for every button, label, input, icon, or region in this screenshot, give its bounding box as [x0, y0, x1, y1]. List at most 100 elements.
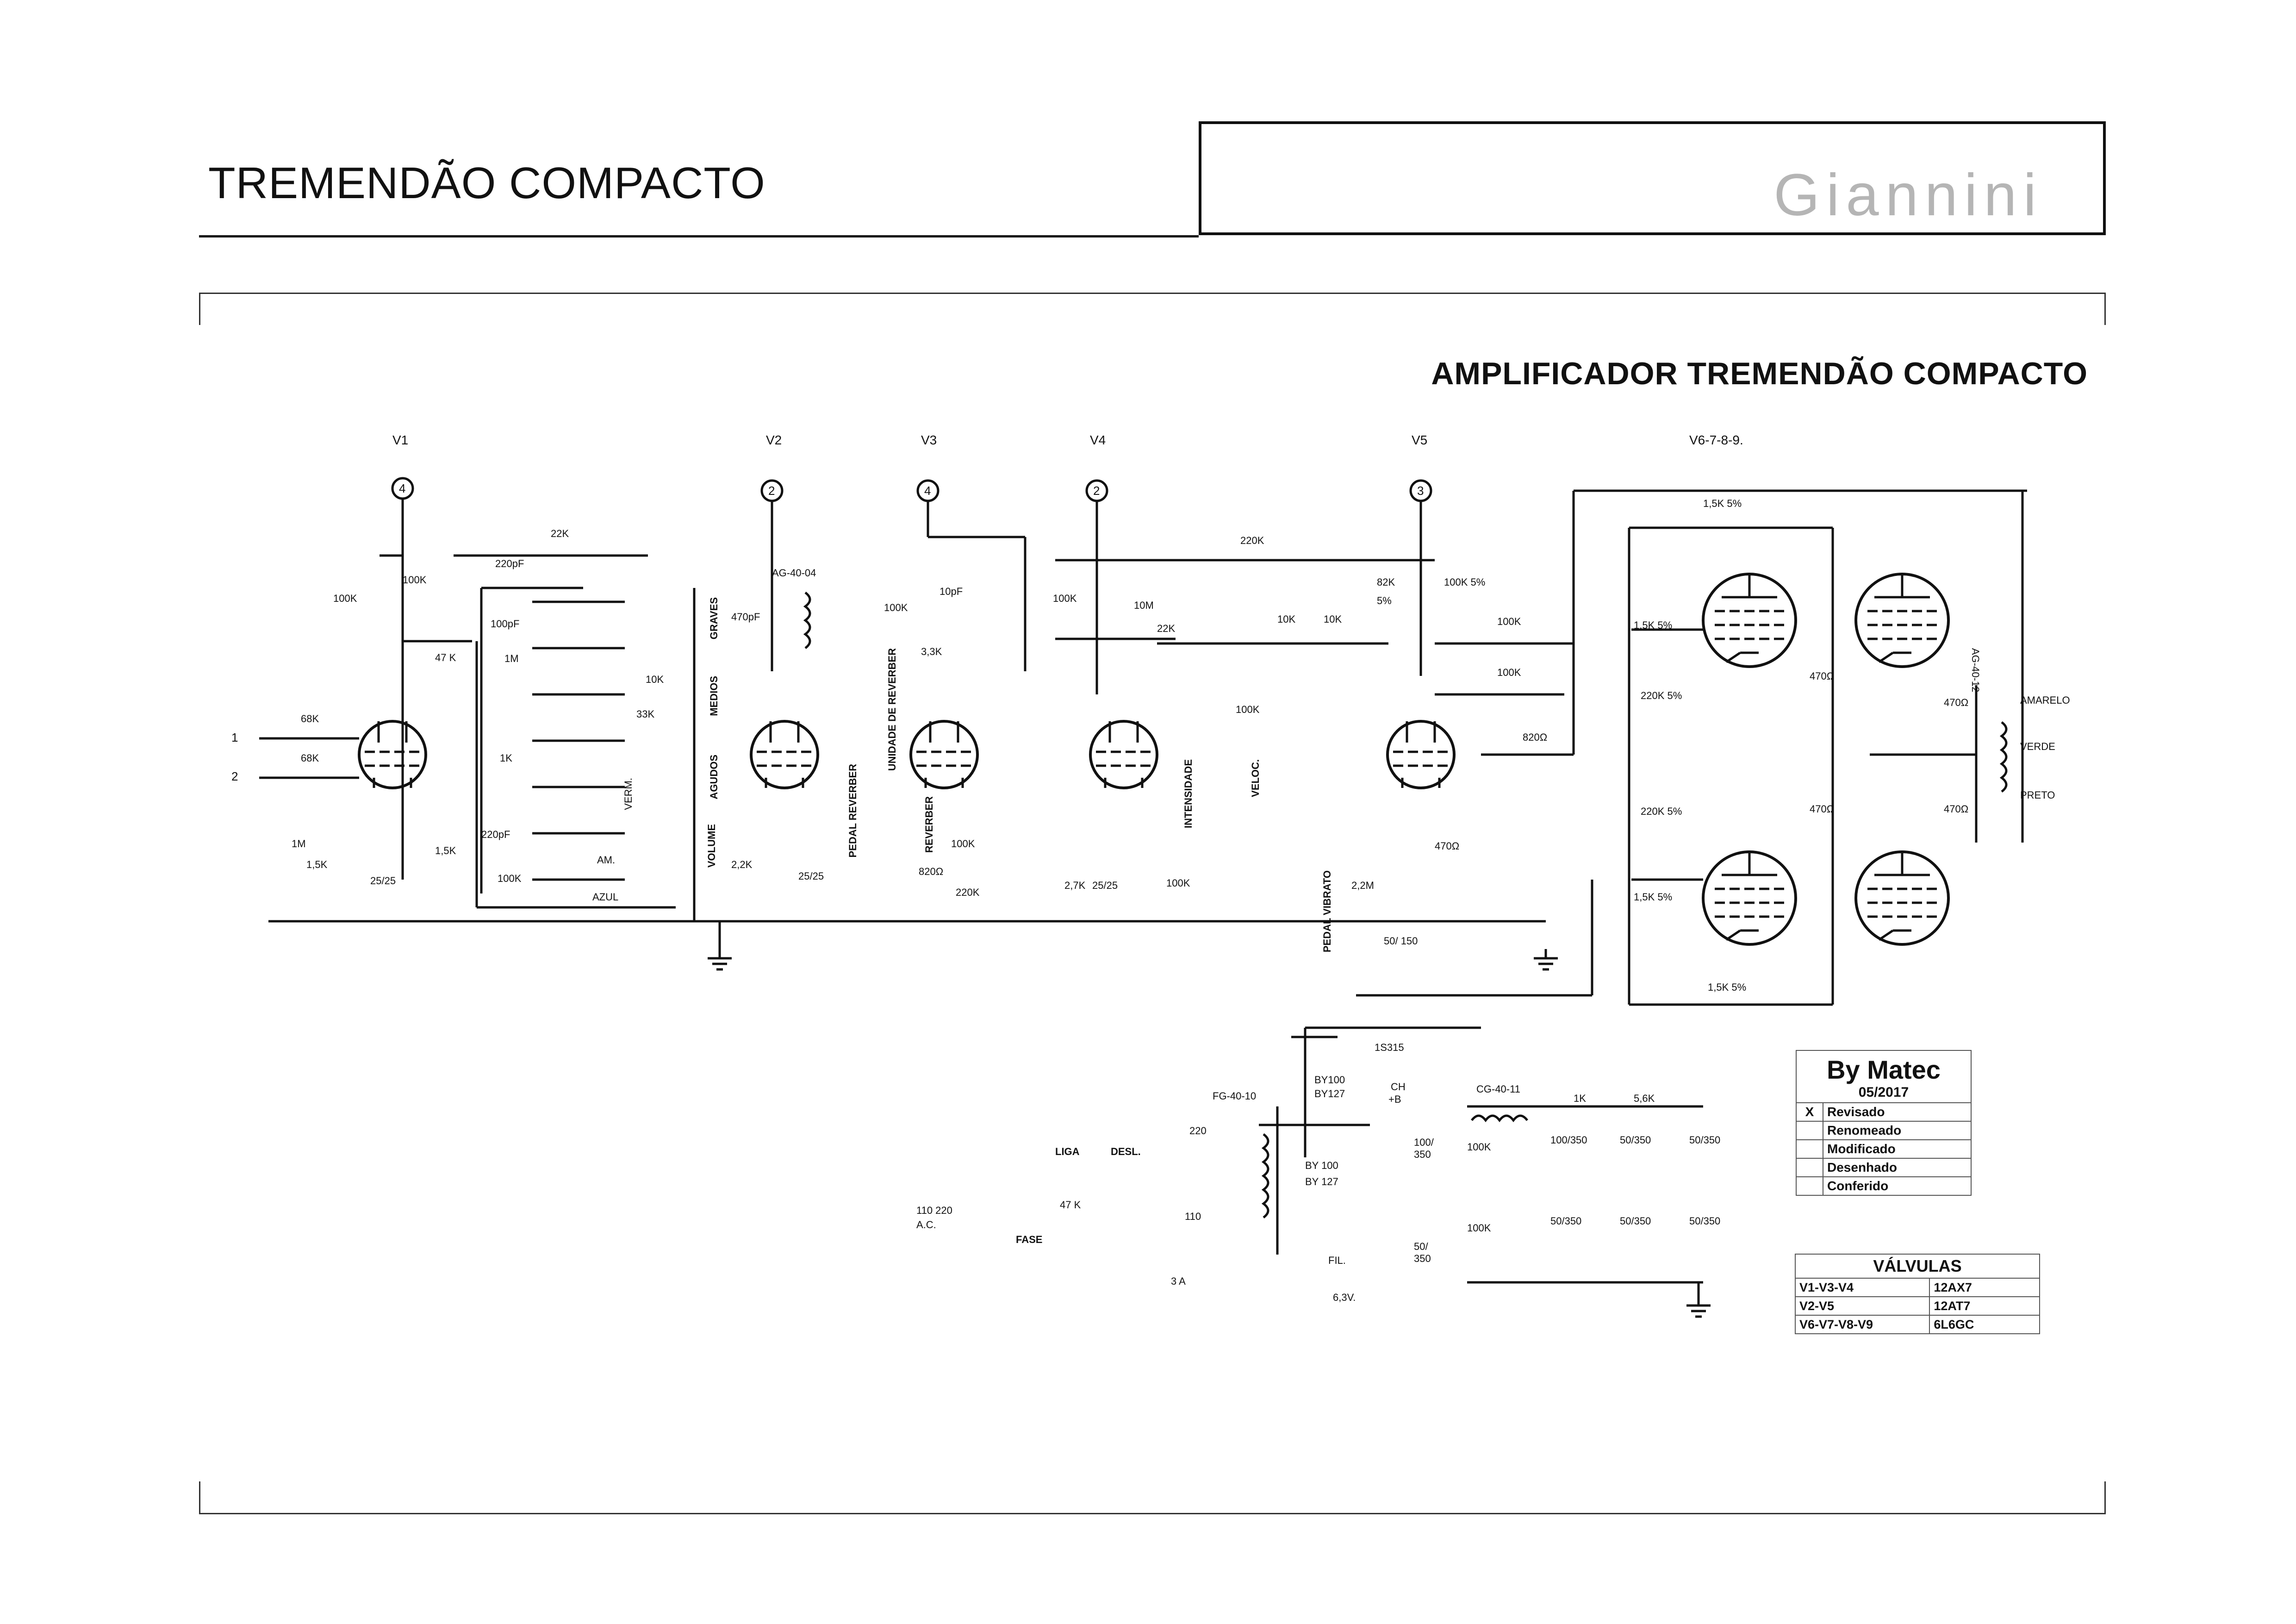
component-label: 100/350: [1550, 1134, 1587, 1146]
switch-label-fase: FASE: [1016, 1234, 1043, 1245]
revision-mark: [1796, 1176, 1823, 1196]
valve-type: 6L6GC: [1929, 1315, 2040, 1334]
component-label: 10M: [1134, 600, 1154, 611]
revision-author: By Matec: [1827, 1055, 1941, 1084]
component-label: 1,5K: [435, 845, 456, 856]
component-label: 22K: [551, 528, 569, 539]
wire-label-preto: PRETO: [2020, 789, 2055, 801]
component-label: 100K 5%: [1444, 576, 1486, 588]
component-label: 100/ 350: [1414, 1137, 1434, 1160]
tube-label-v3: V3: [921, 433, 937, 447]
revision-status: Renomeado: [1823, 1121, 1972, 1140]
component-label: 47 K: [435, 652, 456, 663]
component-label: BY100: [1314, 1074, 1345, 1086]
control-label-reverber: REVERBER: [923, 796, 935, 853]
page-title: TREMENDÃO COMPACTO: [208, 158, 765, 208]
component-label: 220: [1189, 1125, 1207, 1137]
component-label: 100K: [884, 602, 908, 613]
wire-label-am: AM.: [597, 854, 616, 866]
supply-node: 2: [1093, 484, 1100, 498]
component-label: 100K: [1497, 616, 1521, 627]
component-label: 50/350: [1620, 1134, 1651, 1146]
component-label: 100K: [1497, 667, 1521, 678]
valves-title: VÁLVULAS: [1795, 1254, 2040, 1278]
component-label: 1M: [504, 653, 519, 664]
component-label: 3 A: [1171, 1275, 1186, 1287]
component-label: 10pF: [940, 586, 963, 597]
component-label: 220pF: [481, 829, 510, 840]
component-label: 100pF: [491, 618, 520, 630]
input-jack-1: 1: [231, 731, 238, 744]
brand-box: Giannini: [1199, 121, 2106, 235]
frame-tick: [2104, 1481, 2106, 1514]
tube-label-v1: V1: [392, 433, 409, 447]
revision-status: Modificado: [1823, 1139, 1972, 1159]
frame-tick: [199, 1481, 200, 1514]
revision-row: Modificado: [1796, 1139, 1972, 1159]
component-label: 220K: [1240, 535, 1264, 546]
component-label: 33K: [636, 708, 655, 720]
component-label: 6,3V.: [1333, 1292, 1356, 1303]
component-label: 470Ω: [1810, 670, 1835, 682]
component-label: BY 100: [1305, 1160, 1338, 1171]
tube-label-v4: V4: [1090, 433, 1106, 447]
component-label: CH: [1391, 1081, 1406, 1093]
component-label: 2,2M: [1351, 880, 1374, 891]
component-label: FIL.: [1328, 1255, 1346, 1266]
component-label: 25/25: [798, 870, 824, 882]
component-label: 100K: [1467, 1222, 1491, 1234]
wire-label-azul: AZUL: [592, 891, 619, 903]
revision-header: By Matec 05/2017: [1796, 1050, 1972, 1102]
component-label: 220K 5%: [1641, 690, 1682, 701]
supply-node: 3: [1417, 484, 1424, 498]
component-label: 470Ω: [1810, 803, 1835, 815]
component-label: 100K: [1236, 704, 1260, 715]
label-pedal-reverber: PEDAL REVERBER: [847, 764, 859, 858]
component-label: 470Ω: [1944, 697, 1969, 708]
component-label: AG-40-04: [772, 567, 816, 579]
valve-positions: V1-V3-V4: [1794, 1278, 1930, 1297]
frame-tick: [199, 293, 200, 325]
component-label: 100K: [498, 873, 522, 884]
component-label: 100K: [1053, 593, 1077, 604]
wire-label-verm: VERM.: [622, 778, 634, 810]
input-jack-2: 2: [231, 769, 238, 783]
valve-positions: V6-V7-V8-V9: [1794, 1315, 1930, 1334]
revision-status: Desenhado: [1823, 1158, 1972, 1177]
component-label: FG-40-10: [1213, 1090, 1257, 1102]
title-underline: [199, 235, 1199, 237]
component-label: 50/350: [1689, 1215, 1721, 1227]
control-label-veloc: VELOC.: [1250, 759, 1261, 797]
revision-mark: [1796, 1158, 1823, 1177]
revision-date: 05/2017: [1858, 1085, 1909, 1100]
component-label: 5,6K: [1634, 1093, 1655, 1104]
component-label: 25/25: [370, 875, 396, 887]
schematic-drawing: [259, 407, 2027, 1333]
component-label: 22K: [1157, 623, 1176, 634]
component-label: 100K: [333, 593, 357, 604]
supply-node: 2: [768, 484, 775, 498]
component-label: 1,5K 5%: [1634, 891, 1673, 903]
component-label: 5%: [1377, 595, 1392, 606]
component-label: 820Ω: [919, 866, 944, 877]
supply-node: 4: [399, 481, 406, 495]
component-label: BY 127: [1305, 1176, 1338, 1187]
component-label: 100K: [403, 574, 427, 586]
supply-node: 4: [924, 484, 931, 498]
component-label: 50/350: [1550, 1215, 1582, 1227]
switch-label-liga: LIGA: [1055, 1146, 1080, 1157]
component-label: 100K: [1467, 1141, 1491, 1153]
component-label: 2,7K: [1064, 880, 1086, 891]
component-label: +B: [1388, 1093, 1401, 1105]
component-label: 220K: [956, 887, 980, 898]
revision-mark: [1796, 1121, 1823, 1140]
component-label: 50/350: [1689, 1134, 1721, 1146]
tube-label-v5: V5: [1412, 433, 1428, 447]
control-label-intensidade: INTENSIDADE: [1182, 759, 1194, 829]
component-label: 50/350: [1620, 1215, 1651, 1227]
component-label: 820Ω: [1523, 731, 1548, 743]
component-label: 470pF: [731, 611, 760, 623]
